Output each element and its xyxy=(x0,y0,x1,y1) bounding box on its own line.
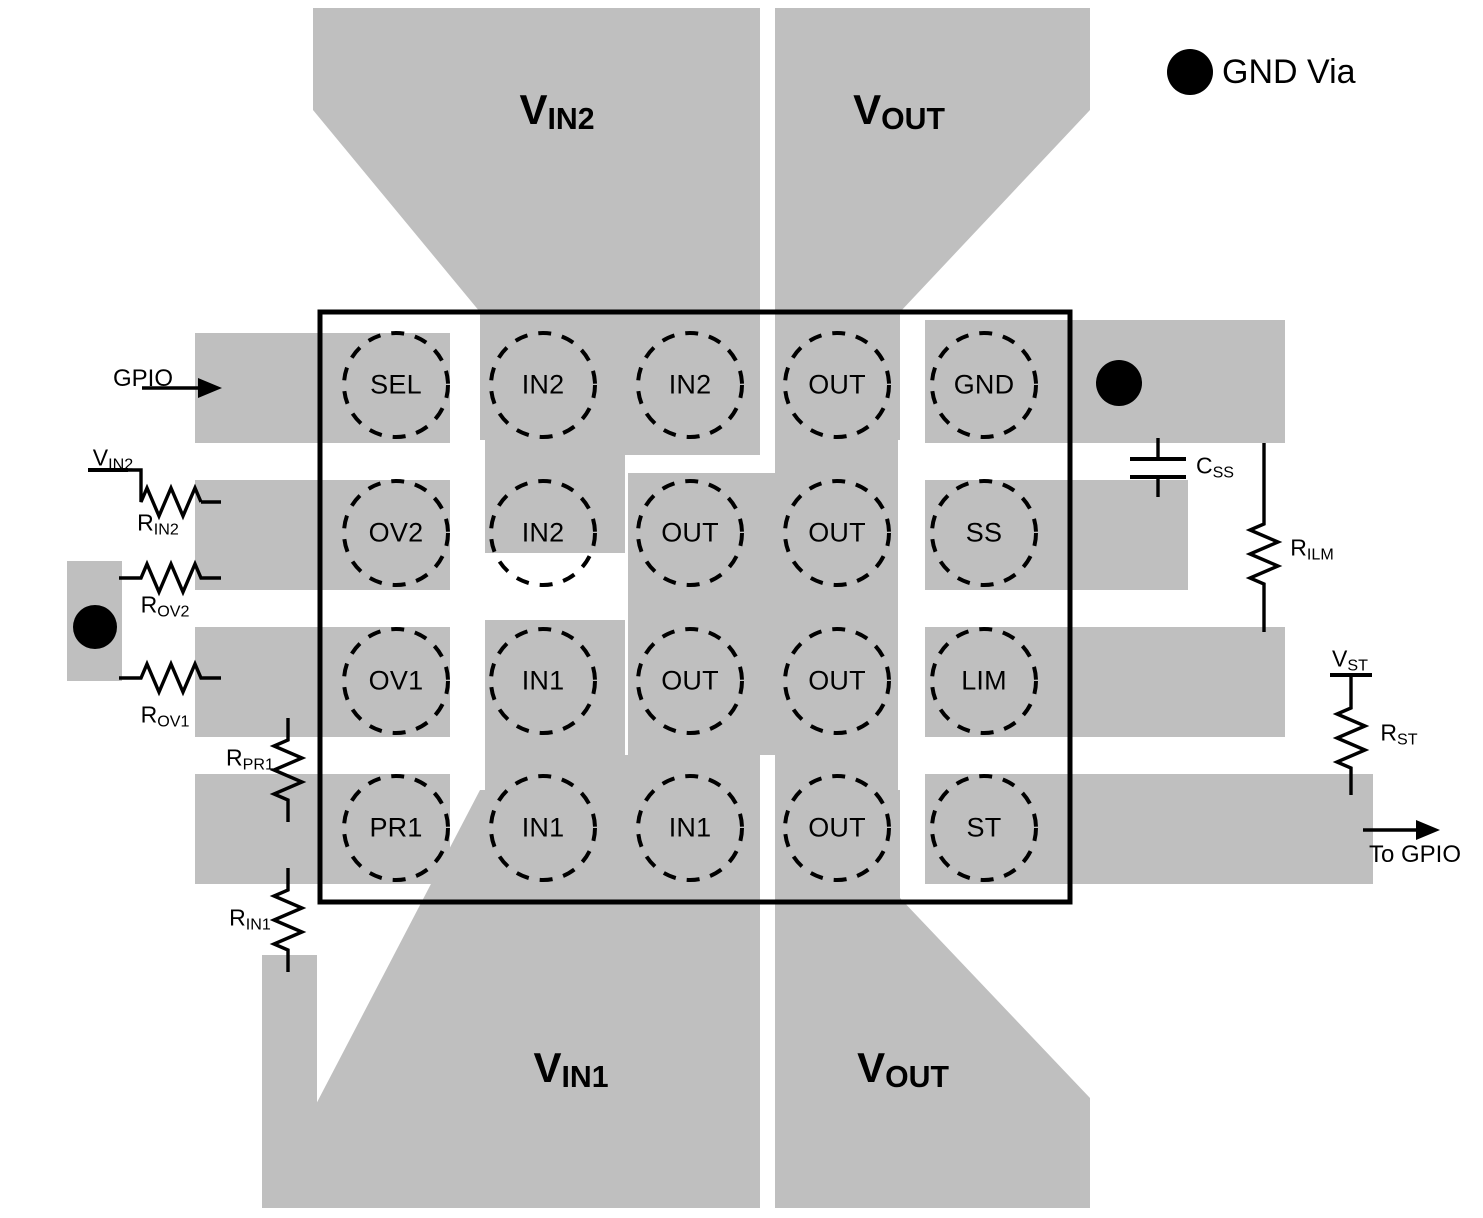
pad-label-out-r3c3: OUT xyxy=(661,665,719,696)
copper-pour-vout-top xyxy=(775,8,1090,440)
gpio-input-label: GPIO xyxy=(112,365,174,392)
pad-ring-in2-r2c2 xyxy=(489,479,597,587)
copper-island-out xyxy=(628,333,898,884)
label-c-ss: CSS xyxy=(1195,452,1235,482)
pad-label-in2-r1c2: IN2 xyxy=(521,369,565,400)
copper-stub-rin1 xyxy=(262,955,317,1208)
pour-label-vin2-top: VIN2 xyxy=(519,86,595,137)
ic-package-outline xyxy=(317,309,1073,905)
label-r-ilm: RILM xyxy=(1290,534,1334,564)
copper-pour-vout-bottom xyxy=(775,790,1090,1208)
component-r-ov2 xyxy=(119,559,221,597)
component-r-in1 xyxy=(269,868,307,972)
pad-label-ov1: OV1 xyxy=(368,665,424,696)
pour-label-vout-bottom: VOUT xyxy=(857,1044,949,1095)
gnd-via-left xyxy=(73,605,117,649)
component-c-ss xyxy=(1130,438,1186,497)
pad-label-st: ST xyxy=(966,812,1002,843)
copper-island-in2 xyxy=(485,333,760,553)
pad-label-pr1: PR1 xyxy=(369,812,423,843)
pad-ring-out-r2c3 xyxy=(636,479,744,587)
pad-ring-pr1 xyxy=(342,774,450,882)
label-r-in2: RIN2 xyxy=(137,509,179,539)
gpio-input-arrow xyxy=(142,378,222,398)
pad-label-in1-r4c2: IN1 xyxy=(521,812,565,843)
pad-label-lim: LIM xyxy=(961,665,1007,696)
gnd-via-legend xyxy=(1167,49,1213,95)
pad-ring-ss xyxy=(930,479,1038,587)
label-r-ov1: ROV1 xyxy=(140,701,190,731)
pad-ring-out-r4c4 xyxy=(783,774,891,882)
copper-pour-vin2-top xyxy=(313,8,760,440)
copper-pour-vin1-bottom xyxy=(313,790,760,1208)
pad-label-in2-r1c3: IN2 xyxy=(668,369,712,400)
pad-ring-lim xyxy=(930,627,1038,735)
component-r-pr1 xyxy=(269,718,307,822)
label-r-st: RST xyxy=(1380,719,1418,749)
to-gpio-output-arrow xyxy=(1363,820,1440,840)
trace-right-row2-ss xyxy=(925,480,1188,590)
pad-label-out-r2c3: OUT xyxy=(661,517,719,548)
pad-ring-out-r3c4 xyxy=(783,627,891,735)
copper-island-in1 xyxy=(485,620,760,884)
pad-label-out-r3c4: OUT xyxy=(808,665,866,696)
gnd-via-right xyxy=(1096,360,1142,406)
pad-ring-sel xyxy=(342,331,450,439)
pad-ring-in2-r1c3 xyxy=(636,331,744,439)
pad-ring-out-r1c4 xyxy=(783,331,891,439)
component-r-ilm xyxy=(1245,443,1283,632)
pad-ring-in1-r4c2 xyxy=(489,774,597,882)
pad-ring-out-r3c3 xyxy=(636,627,744,735)
pour-label-vin1-bottom: VIN1 xyxy=(533,1044,609,1095)
pour-label-vout-top: VOUT xyxy=(853,86,945,137)
pad-label-sel: SEL xyxy=(370,369,422,400)
pad-ring-ov1 xyxy=(342,627,450,735)
pad-ring-out-r2c4 xyxy=(783,479,891,587)
pad-ring-in1-r3c2 xyxy=(489,627,597,735)
pad-label-ov2: OV2 xyxy=(368,517,424,548)
v-in2-source-label: VIN2 xyxy=(92,444,134,474)
component-r-st xyxy=(1330,673,1372,795)
trace-right-row4-st xyxy=(925,774,1373,884)
label-r-in1: RIN1 xyxy=(229,904,271,934)
label-r-pr1: RPR1 xyxy=(226,744,274,774)
pad-ring-gnd xyxy=(930,331,1038,439)
pad-ring-in1-r4c3 xyxy=(636,774,744,882)
pad-label-out-r1c4: OUT xyxy=(808,369,866,400)
to-gpio-label: To GPIO xyxy=(1368,841,1462,868)
v-st-source-label: VST xyxy=(1332,645,1368,675)
pad-ring-ov2 xyxy=(342,479,450,587)
pad-ring-in2-r1c2 xyxy=(489,331,597,439)
label-r-ov2: ROV2 xyxy=(140,591,190,621)
pad-label-in2-r2c2: IN2 xyxy=(521,517,565,548)
legend-label: GND Via xyxy=(1222,53,1356,91)
component-r-ov1 xyxy=(119,659,221,697)
pad-label-out-r2c4: OUT xyxy=(808,517,866,548)
pad-ring-st xyxy=(930,774,1038,882)
pad-label-out-r4c4: OUT xyxy=(808,812,866,843)
pad-label-ss: SS xyxy=(965,517,1003,548)
pad-label-in1-r3c2: IN1 xyxy=(521,665,565,696)
pad-label-in1-r4c3: IN1 xyxy=(668,812,712,843)
trace-right-row3-lim xyxy=(925,627,1285,737)
pad-label-gnd: GND xyxy=(953,369,1015,400)
